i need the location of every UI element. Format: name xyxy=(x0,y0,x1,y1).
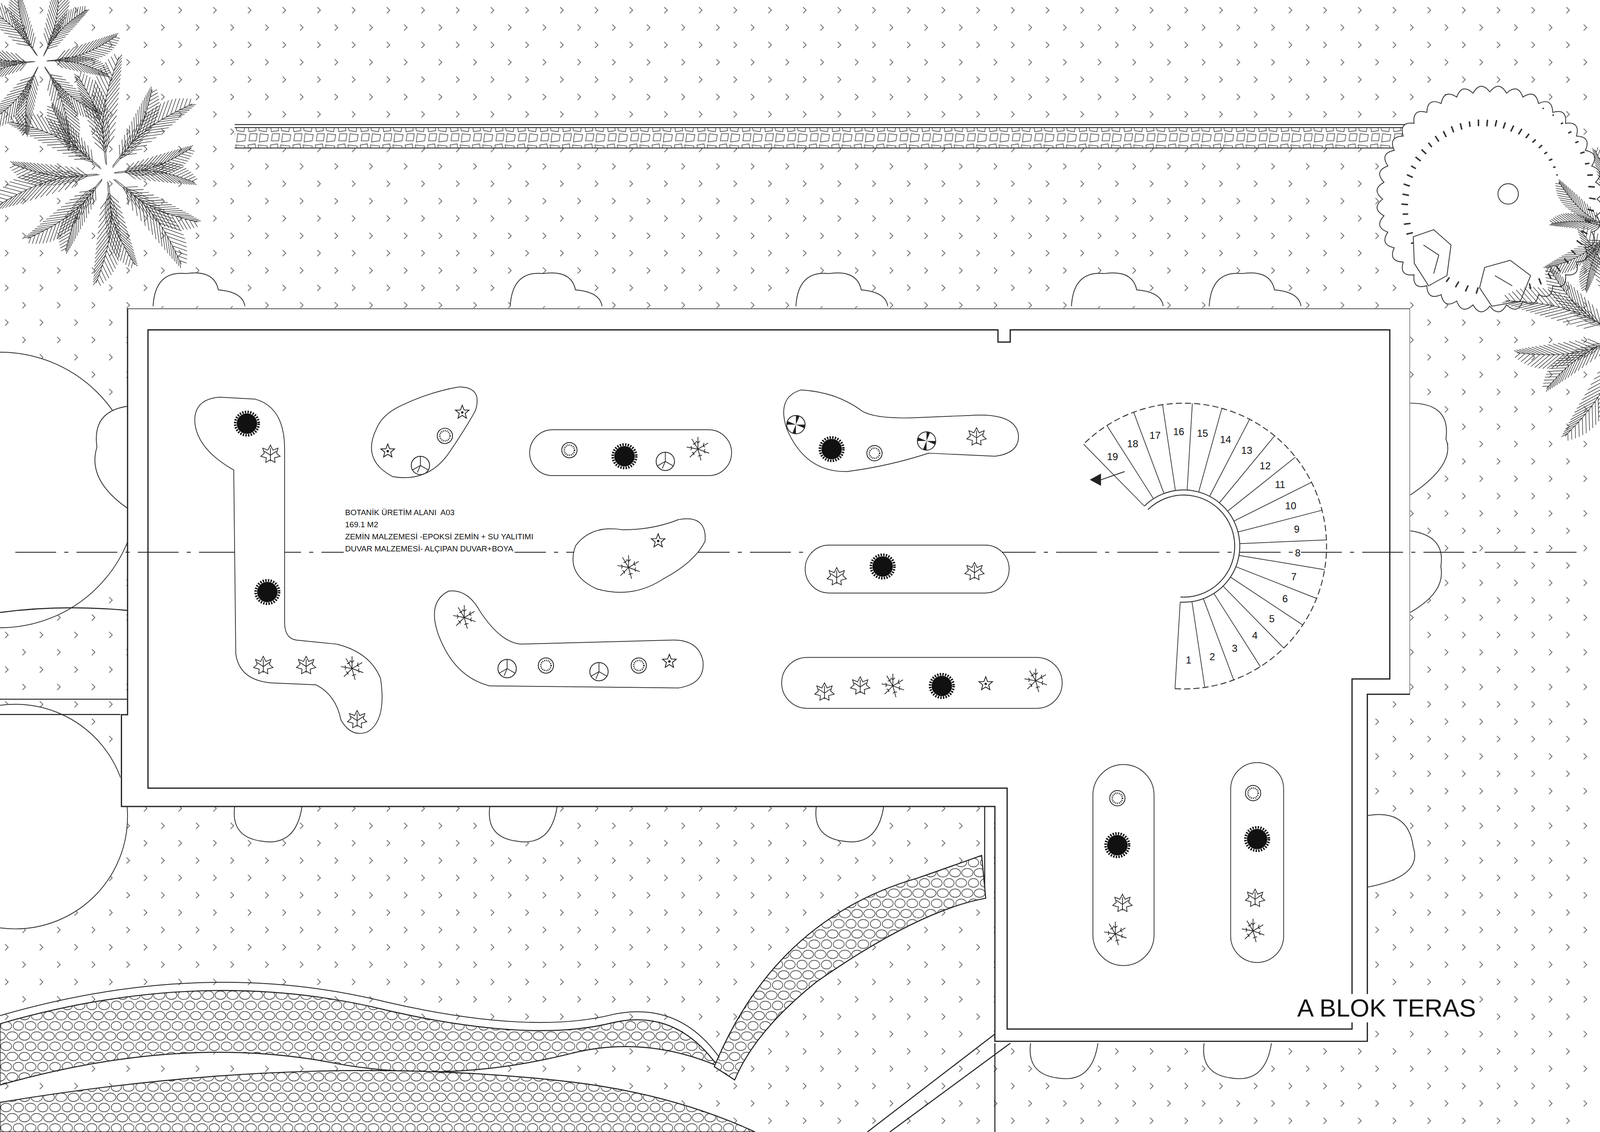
palm-fronds xyxy=(0,54,201,286)
tree-trunk xyxy=(1497,183,1519,205)
stipple-dot xyxy=(1406,213,1409,215)
step-number: 8 xyxy=(1295,547,1301,559)
room-floor xyxy=(120,308,1411,1043)
step-number: 9 xyxy=(1293,523,1300,535)
step-number: 3 xyxy=(1232,642,1238,654)
stipple-dot xyxy=(1532,141,1534,143)
stipple-dot xyxy=(1556,174,1558,176)
stipple-dot xyxy=(1547,272,1550,275)
stair-arrow xyxy=(1090,471,1125,486)
stipple-dot xyxy=(1588,185,1590,188)
lawn-circles xyxy=(0,352,138,929)
step-number: 19 xyxy=(1107,451,1119,463)
stipple-dot xyxy=(1437,140,1440,142)
room-walls xyxy=(120,308,1411,1043)
stipple-dot xyxy=(1510,130,1513,132)
stipple-dot xyxy=(1555,265,1558,268)
stipple-dot xyxy=(1425,152,1427,155)
step-number: 15 xyxy=(1197,427,1209,439)
stipple-dot xyxy=(1517,132,1520,135)
rock-group xyxy=(1413,229,1531,307)
stipple-dot xyxy=(1460,127,1463,130)
stipple-dot xyxy=(1528,283,1531,285)
palm-fronds xyxy=(1502,225,1600,454)
stipple-dot xyxy=(1430,145,1433,148)
stipple-dot xyxy=(1408,185,1410,187)
step-number: 10 xyxy=(1285,500,1297,512)
stipple-dot xyxy=(1414,167,1417,170)
stipple-dot xyxy=(1486,125,1488,127)
step-number: 17 xyxy=(1149,430,1161,441)
stair-handrail xyxy=(1147,495,1235,598)
cobble-paths xyxy=(0,855,986,1132)
stipple-dot xyxy=(1406,203,1409,206)
stipple-dot xyxy=(1567,132,1570,134)
room-info: BOTANİK ÜRETİM ALANI A03169.1 M2ZEMİN MA… xyxy=(343,506,535,555)
hedge-shrubs xyxy=(95,272,1448,1079)
planter-plants xyxy=(235,405,1269,945)
stipple-dot xyxy=(1589,197,1591,199)
stipple-dot xyxy=(1560,122,1563,125)
room-outline: BOTANİK ÜRETİM ALANI A03169.1 M2ZEMİN MA… xyxy=(120,308,1411,1043)
stipple-dot xyxy=(1409,222,1411,225)
room-note: DUVAR MALZEMESİ- ALÇIPAN DUVAR+BOYA xyxy=(343,542,515,555)
palm-fronds xyxy=(1543,147,1600,312)
stipple-dot xyxy=(1411,176,1413,178)
step-number: 14 xyxy=(1220,434,1232,445)
room-note: ZEMİN MALZEMESİ -EPOKSİ ZEMİN + SU YALIT… xyxy=(343,530,535,543)
stipple-dot xyxy=(1494,125,1497,127)
step-number: 16 xyxy=(1172,426,1185,438)
stipple-dot xyxy=(1525,136,1528,139)
planters xyxy=(195,387,1283,965)
stipple-dot xyxy=(1538,146,1540,149)
step-number: 4 xyxy=(1252,630,1258,641)
outer-wall xyxy=(121,308,1410,1041)
room-note: 169.1 M2 xyxy=(343,518,380,531)
stipple-dot xyxy=(1576,240,1578,242)
stair-inner-edge xyxy=(1144,490,1240,603)
step-number: 2 xyxy=(1209,651,1215,663)
stipple-dot xyxy=(1407,194,1410,197)
stipple-dot xyxy=(1477,124,1480,127)
room-name: BOTANİK ÜRETİM ALANI A03 xyxy=(343,506,456,519)
stipple-dot xyxy=(1580,152,1582,154)
step-number: 12 xyxy=(1259,460,1271,472)
step-number: 7 xyxy=(1290,571,1297,583)
stipple-dot xyxy=(1467,285,1469,288)
stipple-dot xyxy=(1575,141,1577,144)
stipple-dot xyxy=(1587,174,1589,176)
stipple-dot xyxy=(1448,277,1450,279)
stipple-dot xyxy=(1585,162,1587,165)
stipple-dot xyxy=(1538,277,1540,280)
inner-wall xyxy=(147,329,1390,1029)
stipple-dot xyxy=(1477,287,1479,289)
step-number: 5 xyxy=(1269,613,1275,625)
stipple-dot xyxy=(1419,159,1421,162)
stipple-dot xyxy=(1452,130,1455,133)
step-number: 18 xyxy=(1127,438,1139,450)
stipple-dot xyxy=(1552,166,1555,168)
stipple-dot xyxy=(1542,107,1545,110)
stipple-dot xyxy=(1544,152,1546,155)
stipple-dot xyxy=(1552,114,1555,116)
stone-border xyxy=(234,124,1408,148)
step-number: 11 xyxy=(1275,479,1286,490)
stipple-dot xyxy=(1445,135,1447,138)
stair-treads xyxy=(1083,403,1327,689)
spiral-stair xyxy=(1083,402,1327,689)
stipple-dot xyxy=(1469,125,1471,128)
area-title: A BLOK TERAS xyxy=(1293,993,1480,1023)
stipple-dot xyxy=(1548,159,1551,161)
stipple-dot xyxy=(1411,232,1413,234)
step-number: 1 xyxy=(1185,654,1192,666)
step-number: 6 xyxy=(1282,593,1288,605)
stipple-dot xyxy=(1502,127,1505,129)
step-number: 13 xyxy=(1241,445,1253,456)
stipple-dot xyxy=(1457,281,1460,283)
stair-outer-edge xyxy=(1083,402,1327,689)
